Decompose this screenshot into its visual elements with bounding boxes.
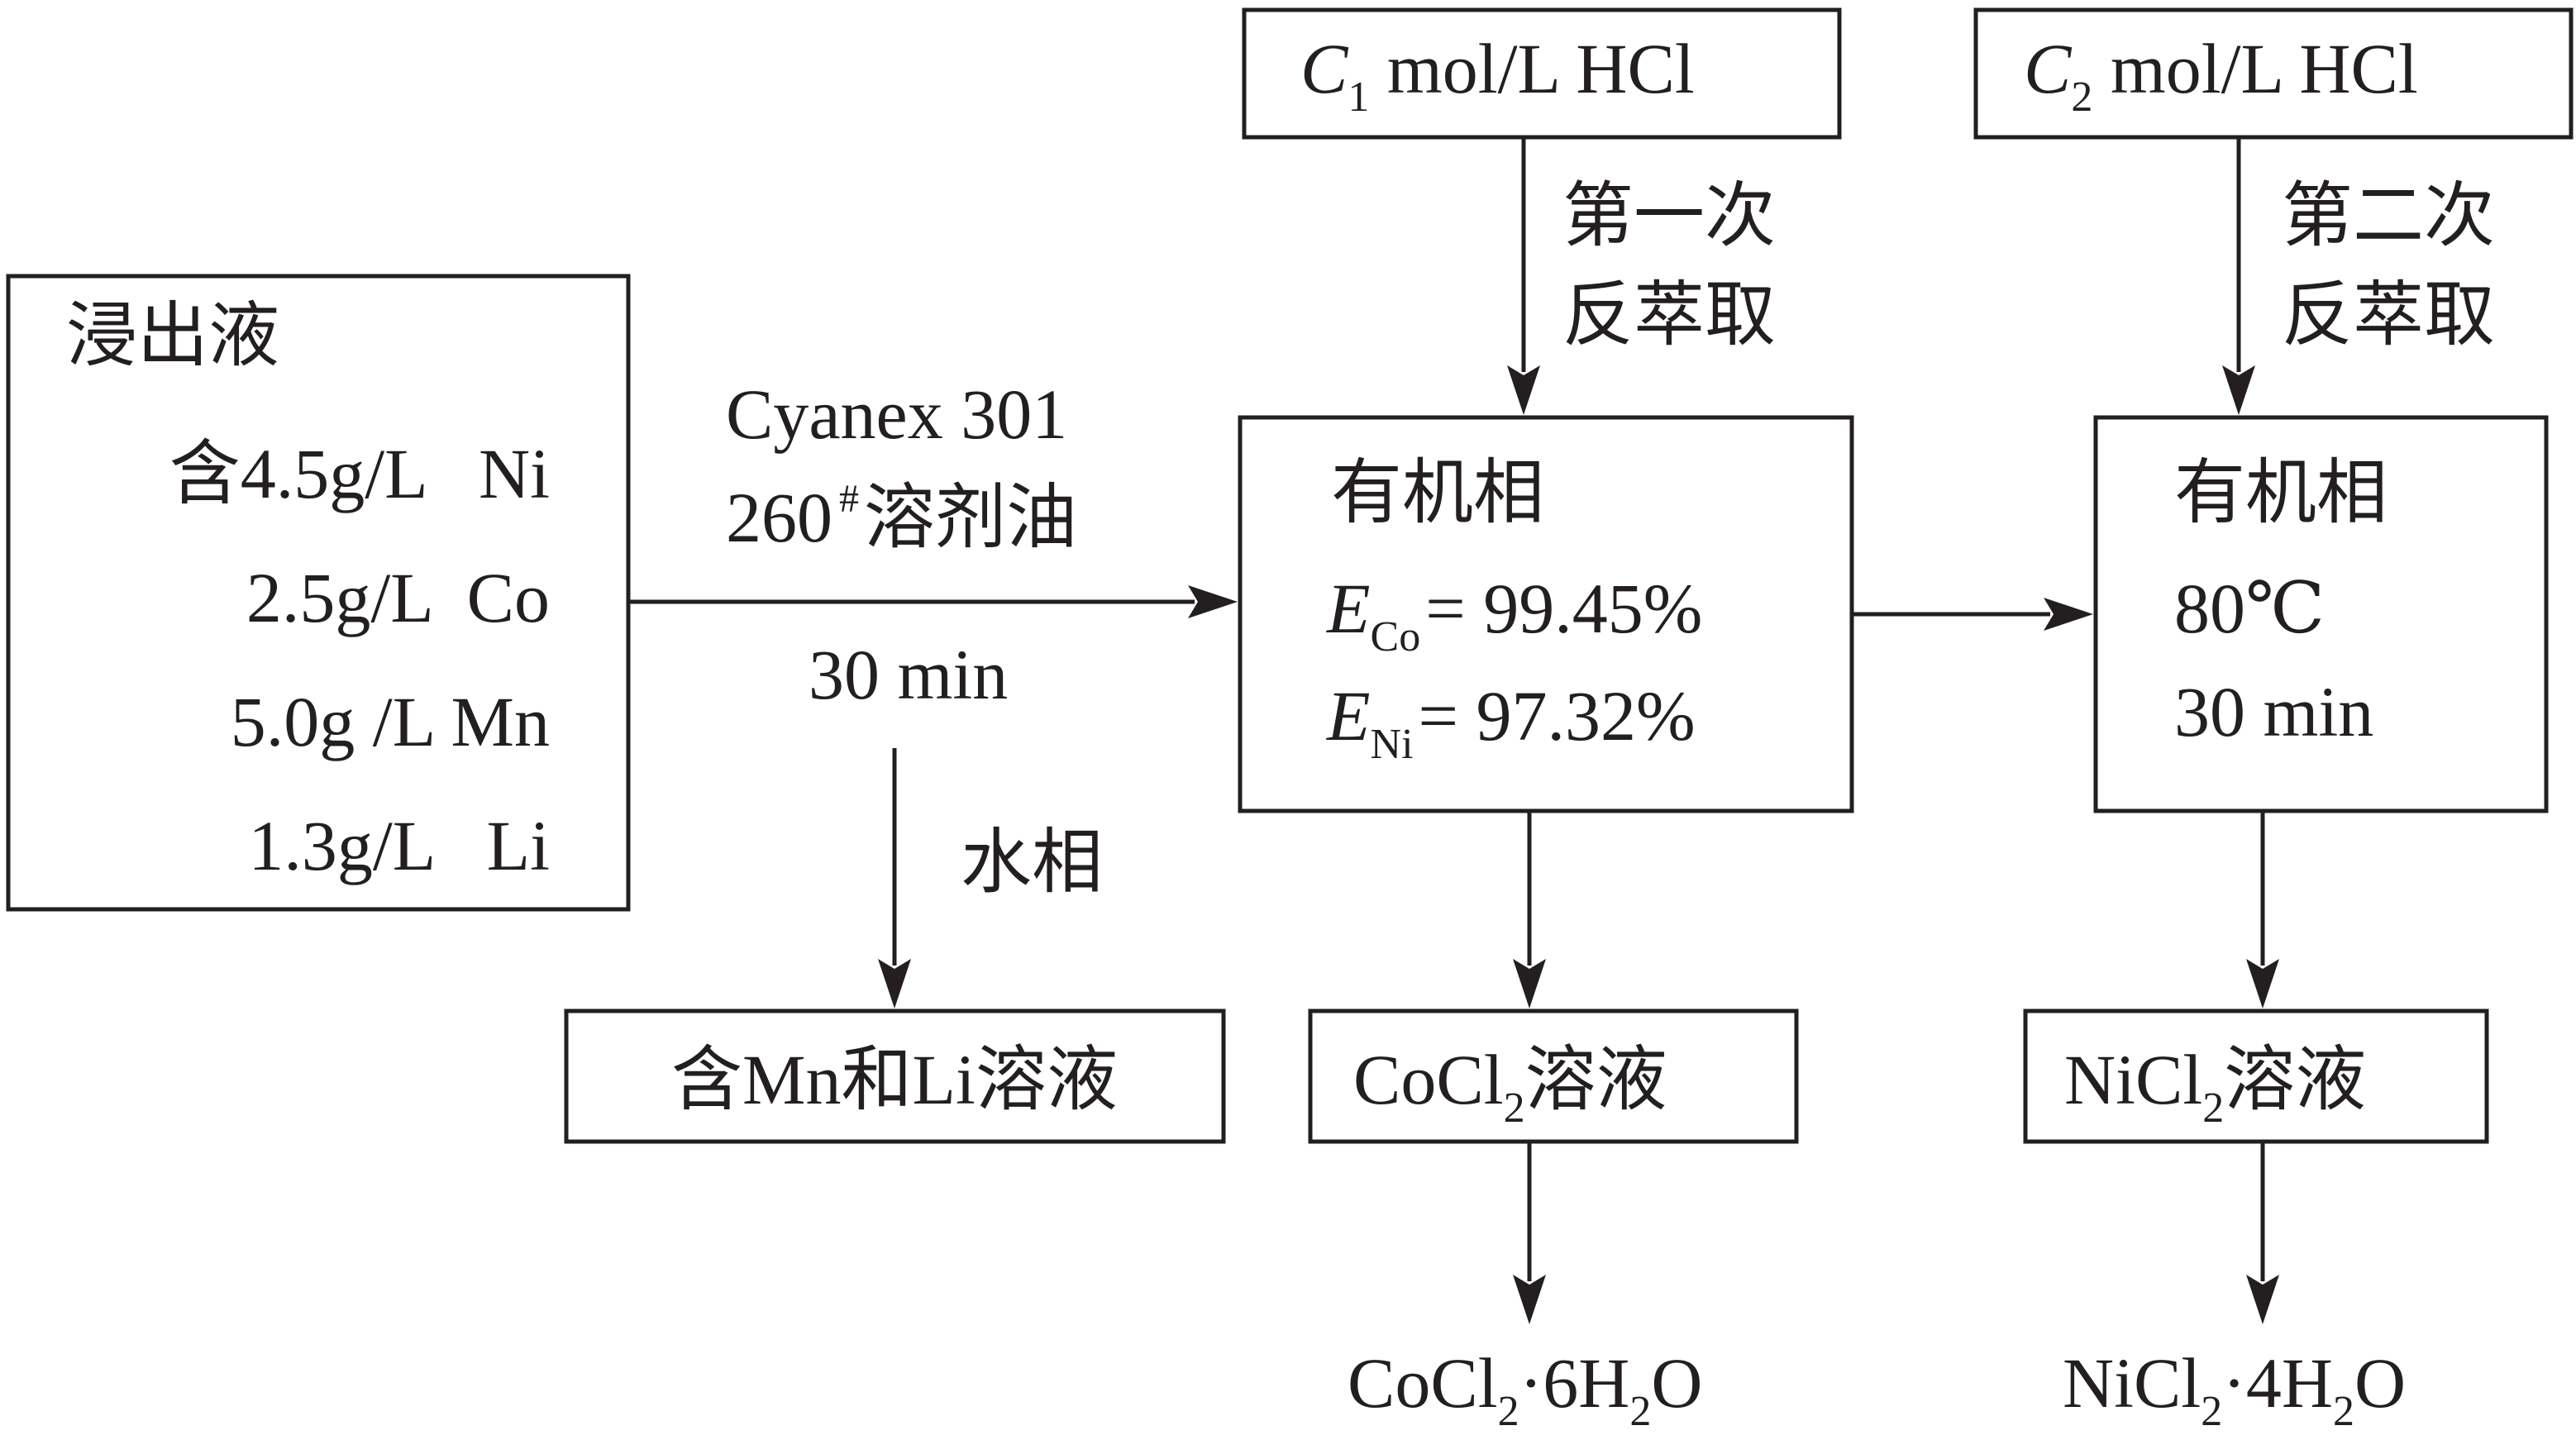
cocl2-product-b: ·6H <box>1519 1343 1630 1423</box>
nicl2-solution-label: NiCl2溶液 <box>2064 1040 2366 1132</box>
hcl1-sub: 1 <box>1348 74 1369 121</box>
arrow-organic1-to-cocl2-solution <box>1513 811 1546 1008</box>
mn-li-solution-label: 含Mn和Li溶液 <box>671 1040 1118 1119</box>
cocl2-solution-formula: CoCl <box>1353 1040 1504 1119</box>
nicl2-solution-box <box>2023 1008 2489 1144</box>
arrow-organic2-to-nicl2-solution <box>2246 811 2279 1008</box>
extraction-time: 30 min <box>809 635 1008 714</box>
cocl2-product-sub1: 2 <box>1498 1388 1519 1435</box>
cocl2-solution-label: CoCl2溶液 <box>1353 1040 1667 1132</box>
organic-phase2-time: 30 min <box>2174 672 2373 751</box>
arrow-to-aqueous-phase <box>878 748 911 1008</box>
leach-co-concentration: 2.5g/L Co <box>246 558 550 637</box>
second-stripping-line1: 第二次 <box>2282 176 2495 255</box>
hcl2-sub: 2 <box>2071 74 2092 121</box>
extraction-rate-ni: ENi= 97.32% <box>1325 676 1696 768</box>
cocl2-product-c: O <box>1651 1343 1702 1423</box>
hcl2-text: mol/L HCl <box>2092 29 2417 108</box>
extraction-rate-co: ECo= 99.45% <box>1325 569 1702 660</box>
e-co-value: = 99.45% <box>1425 569 1702 648</box>
first-stripping-line2: 反萃取 <box>1562 275 1776 355</box>
leach-ni-concentration: 含4.5g/L Ni <box>169 434 550 513</box>
organic-phase1-title: 有机相 <box>1331 453 1544 532</box>
cocl2-solution-box <box>1308 1008 1799 1144</box>
cocl2-product-a: CoCl <box>1348 1343 1498 1423</box>
arrow-hcl2-to-organic2 <box>2222 137 2255 415</box>
hcl2-label: C2 mol/L HCl <box>2024 29 2418 121</box>
solvent-name: 溶剂油 <box>864 478 1077 557</box>
leach-liquor-title: 浸出液 <box>66 296 279 375</box>
hcl2-box <box>1973 7 2574 140</box>
nicl2-product-a: NiCl <box>2063 1343 2201 1423</box>
nicl2-tetrahydrate-label: NiCl2·4H2O <box>2063 1343 2406 1435</box>
leach-li-concentration: 1.3g/L Li <box>248 806 550 885</box>
first-stripping-line1: 第一次 <box>1562 176 1776 255</box>
nicl2-solution-suffix: 溶液 <box>2224 1040 2366 1119</box>
solvent-label: 260#溶剂油 <box>726 477 1077 557</box>
cocl2-solution-sub: 2 <box>1504 1085 1525 1132</box>
organic-phase2-temperature: 80℃ <box>2174 569 2325 648</box>
nicl2-product-c: O <box>2354 1343 2406 1423</box>
nicl2-product-b: ·4H <box>2222 1343 2333 1423</box>
solvent-mark: # <box>839 477 859 521</box>
cocl2-hexahydrate-label: CoCl2·6H2O <box>1348 1343 1702 1435</box>
arrow-cocl2-solution-to-crystal <box>1513 1142 1546 1324</box>
leach-liquor-box <box>6 274 631 912</box>
solvent-number: 260 <box>726 478 832 557</box>
hcl1-text: mol/L HCl <box>1369 29 1694 108</box>
extractant-label: Cyanex 301 <box>726 374 1067 454</box>
organic-phase2-box <box>2093 415 2549 813</box>
e-co-var: E <box>1325 569 1371 648</box>
cocl2-product-sub2: 2 <box>1629 1388 1651 1435</box>
e-ni-value: = 97.32% <box>1419 676 1696 756</box>
arrow-organic1-to-organic2 <box>1852 598 2093 631</box>
arrow-hcl1-to-organic1 <box>1507 137 1540 415</box>
organic-phase2-title: 有机相 <box>2174 453 2388 532</box>
nicl2-product-sub2: 2 <box>2333 1388 2354 1435</box>
leach-mn-concentration: 5.0g /L Mn <box>231 682 550 761</box>
hcl1-label: C1 mol/L HCl <box>1300 29 1695 121</box>
e-ni-sub: Ni <box>1371 721 1414 768</box>
nicl2-solution-sub: 2 <box>2202 1085 2224 1132</box>
nicl2-solution-formula: NiCl <box>2064 1040 2202 1119</box>
hcl1-box <box>1242 7 1842 140</box>
e-ni-var: E <box>1325 676 1371 756</box>
aqueous-phase-label: 水相 <box>961 823 1103 902</box>
cocl2-solution-suffix: 溶液 <box>1525 1040 1667 1119</box>
hcl2-var: C <box>2024 29 2073 108</box>
hcl1-var: C <box>1300 29 1349 108</box>
second-stripping-line2: 反萃取 <box>2282 275 2495 355</box>
nicl2-product-sub1: 2 <box>2201 1388 2222 1435</box>
arrow-nicl2-solution-to-crystal <box>2246 1142 2279 1324</box>
e-co-sub: Co <box>1371 613 1421 660</box>
arrow-leach-to-organic1 <box>628 585 1238 618</box>
mn-li-solution-box <box>564 1008 1226 1144</box>
